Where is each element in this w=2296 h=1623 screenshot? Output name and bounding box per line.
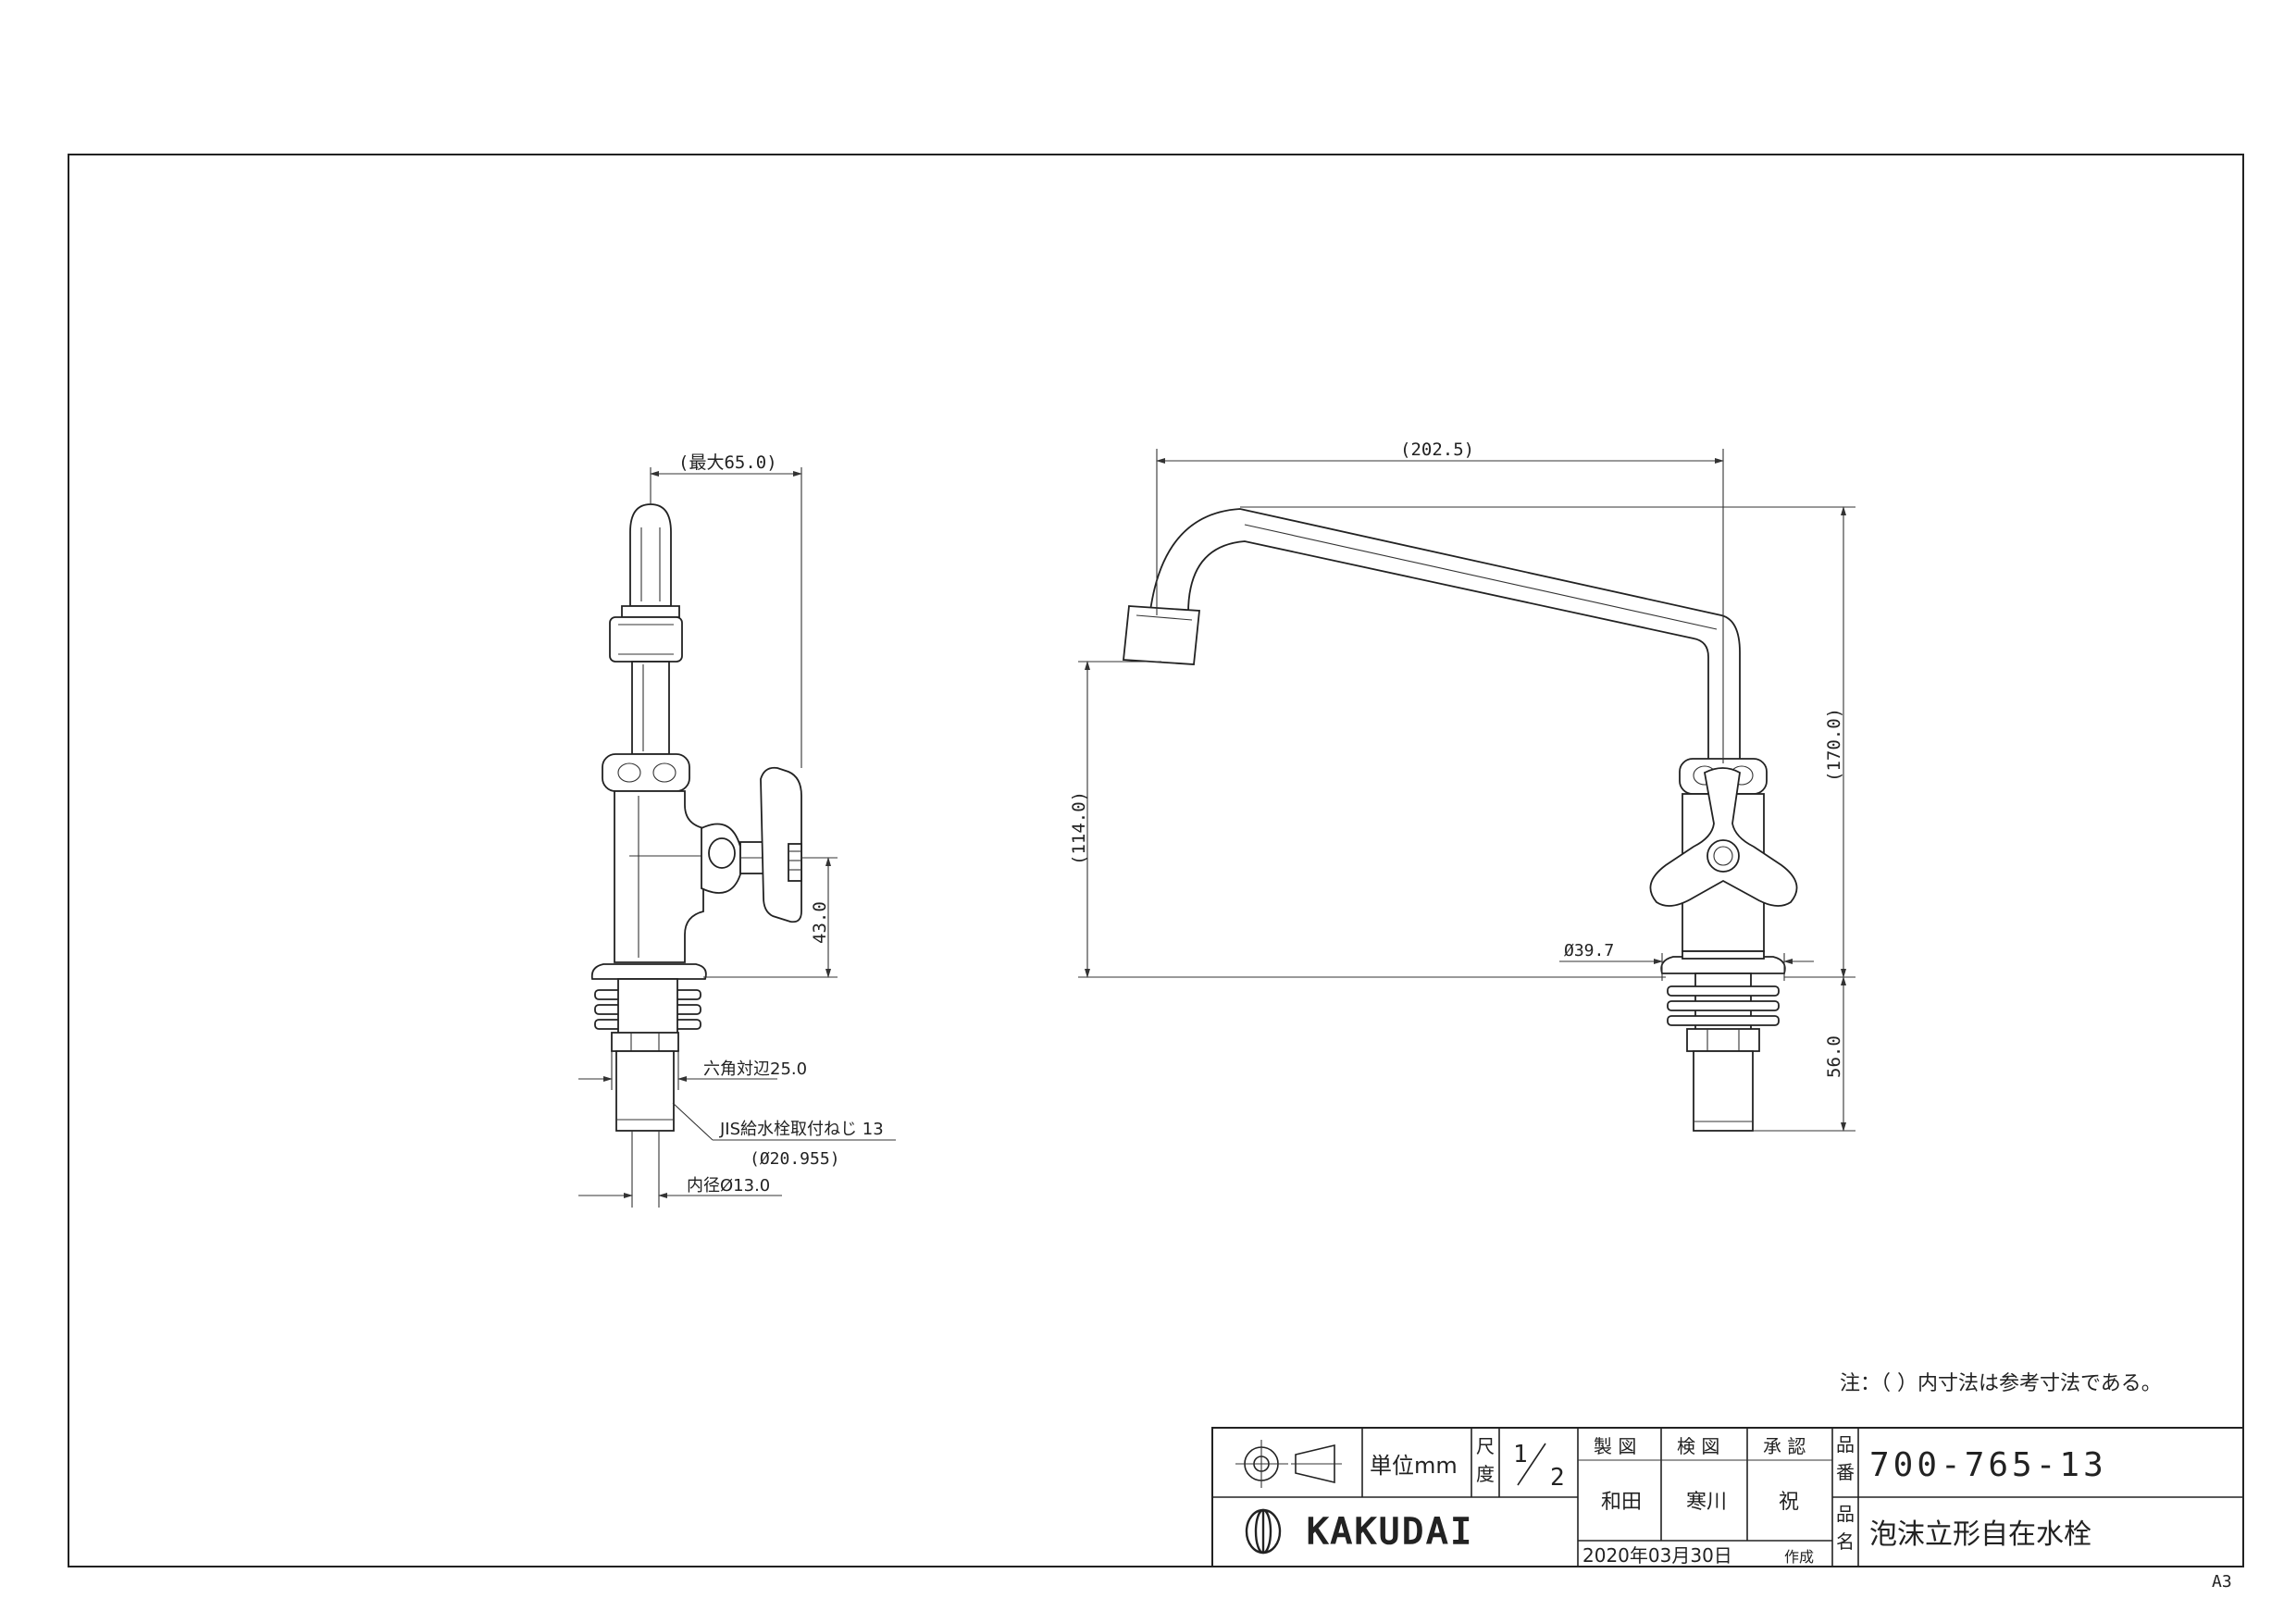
part-name-label-1: 品 [1836, 1503, 1855, 1525]
front-dim-spout-height-label: (114.0) [1069, 791, 1089, 865]
side-dim-max-width-label: (最大65.0) [678, 452, 777, 473]
side-valve-body [614, 790, 704, 963]
scale-denominator: 2 [1550, 1464, 1565, 1492]
kakudai-logo: KAKUDAI [1245, 1508, 1474, 1555]
side-view: (最大65.0) 43.0 六角対辺25.0 JIS給水栓取付ねじ 13 (Ø2… [578, 452, 896, 1208]
brand-name: KAKUDAI [1307, 1511, 1474, 1552]
sheet-size-label: A3 [2212, 1572, 2232, 1592]
side-top-knob [629, 503, 672, 607]
scale-label-2: 度 [1476, 1463, 1495, 1485]
front-dim-shank: 56.0 [1753, 976, 1855, 1132]
front-aerator [1123, 605, 1200, 665]
side-dim-thread: JIS給水栓取付ねじ 13 (Ø20.955) [672, 1102, 896, 1169]
side-dim-hex: 六角対辺25.0 [578, 1051, 807, 1090]
approved-by: 祝 [1779, 1491, 1799, 1514]
col-checked: 検 図 [1677, 1435, 1719, 1457]
side-dim-max-width: (最大65.0) [650, 452, 802, 768]
part-number: 700-765-13 [1869, 1446, 2107, 1484]
creation-date: 2020年03月30日 [1582, 1544, 1732, 1567]
front-dim-base-dia-label: Ø39.7 [1564, 941, 1614, 960]
front-washer [1667, 985, 1780, 997]
title-block: 単位mm 尺 度 1 2 製 図 検 図 承 認 和田 寒川 祝 品 番 700… [1211, 1427, 2244, 1567]
front-view: (202.5) (114.0) (170.0) Ø39.7 56.0 [1069, 440, 1855, 1132]
side-dim-lever-height: 43.0 [703, 857, 838, 978]
side-dim-thread-dia-label: (Ø20.955) [750, 1149, 840, 1169]
side-dim-hex-label: 六角対辺25.0 [703, 1059, 807, 1079]
front-dim-spout-height: (114.0) [1069, 661, 1666, 978]
projection-symbol-icon [1235, 1440, 1342, 1488]
side-dim-inner-dia-label: 内径Ø13.0 [687, 1176, 770, 1196]
checked-by: 寒川 [1686, 1491, 1727, 1514]
drawing-note: 注：（ ）内寸法は参考寸法である。 [1840, 1372, 2162, 1395]
side-dim-lever-height-label: 43.0 [810, 901, 830, 944]
part-no-label-1: 品 [1836, 1433, 1855, 1456]
side-vertical-pipe [631, 661, 670, 755]
drawn-by: 和田 [1601, 1491, 1642, 1514]
scale-numerator: 1 [1513, 1441, 1528, 1468]
side-dim-inner-dia: 内径Ø13.0 [578, 1131, 782, 1208]
creation-date-suffix: 作成 [1784, 1548, 1814, 1566]
part-name: 泡沫立形自在水栓 [1869, 1518, 2091, 1551]
side-hex-nut [611, 1032, 679, 1052]
col-approved: 承 認 [1763, 1435, 1806, 1457]
side-threaded-shank [615, 1050, 675, 1132]
col-drawn: 製 図 [1594, 1435, 1636, 1457]
side-upper-nut [609, 616, 683, 663]
front-dim-reach-label: (202.5) [1400, 440, 1474, 460]
side-dim-thread-label: JIS給水栓取付ねじ 13 [719, 1120, 884, 1139]
front-lever-handle [1649, 767, 1798, 907]
side-flange [590, 963, 707, 980]
part-name-label-2: 名 [1836, 1530, 1855, 1553]
front-dim-reach: (202.5) [1156, 440, 1724, 763]
front-handle-screw [1706, 839, 1740, 873]
side-lower-nut [602, 753, 690, 792]
side-lever-handle [760, 766, 802, 923]
front-dim-shank-label: 56.0 [1824, 1035, 1844, 1078]
sheet-border [68, 154, 2244, 1567]
front-dim-total-height-label: (170.0) [1824, 708, 1844, 782]
front-spout-pipe [1148, 508, 1741, 769]
part-no-label-2: 番 [1836, 1461, 1855, 1483]
front-threaded-shank [1693, 1050, 1754, 1132]
scale-label-1: 尺 [1476, 1435, 1495, 1457]
unit-label: 単位mm [1370, 1453, 1458, 1479]
front-hex-nut [1686, 1028, 1760, 1052]
front-dim-base-dia: Ø39.7 [1559, 941, 1814, 981]
